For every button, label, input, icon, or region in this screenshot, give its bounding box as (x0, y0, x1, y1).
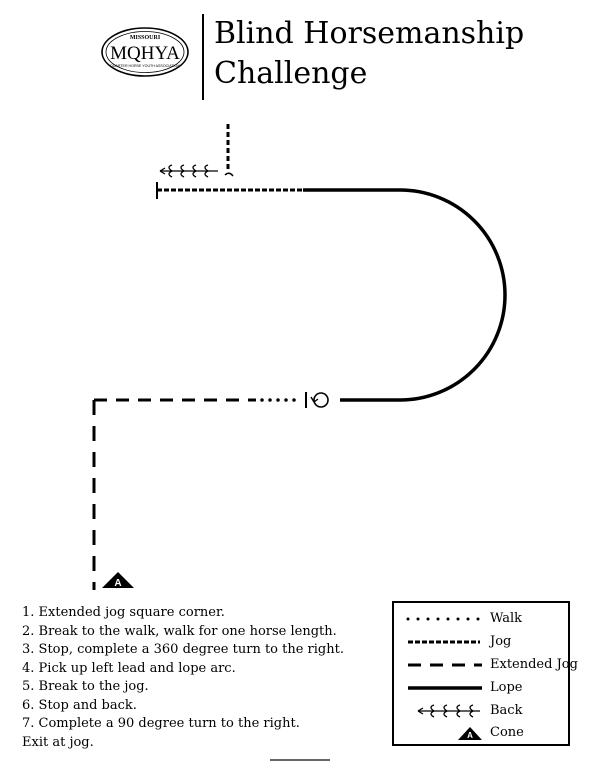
legend-item-jog: Jog (394, 632, 568, 652)
walk-line-icon (406, 617, 482, 621)
legend-item-back: Back (394, 701, 568, 721)
instruction-step: Exit at jog. (22, 734, 94, 750)
legend-label: Extended Jog (490, 657, 578, 672)
instructions-list: 1. Extended jog square corner. 2. Break … (22, 604, 344, 752)
instruction-step: 3. Stop, complete a 360 degree turn to t… (22, 642, 344, 657)
extended-jog-line-icon (408, 663, 482, 667)
turn-360-circle (313, 392, 329, 408)
logo-main-text: MQHYA (110, 43, 180, 64)
instruction-step: 1. Extended jog square corner. (22, 605, 225, 620)
legend-label: Cone (490, 725, 524, 740)
lope-line-icon (408, 686, 482, 690)
header-divider (202, 14, 204, 100)
instruction-step: 7. Complete a 90 degree turn to the righ… (22, 716, 300, 731)
title-line-2: Challenge (214, 56, 368, 91)
legend-label: Walk (490, 611, 523, 626)
legend-item-walk: Walk (394, 609, 568, 629)
logo-bottom-text: QUARTER HORSE YOUTH ASSOCIATION (110, 64, 180, 68)
instruction-step: 6. Stop and back. (22, 697, 137, 713)
legend-item-cone: A Cone (394, 723, 568, 743)
jog-line-icon (408, 640, 480, 644)
legend-label: Jog (490, 634, 512, 649)
legend: Walk Jog Extended Jog Lope Back (392, 601, 578, 746)
turn-90-mark (224, 172, 234, 177)
legend-item-extended-jog: Extended Jog (394, 655, 578, 675)
legend-item-lope: Lope (394, 678, 568, 698)
mqhya-logo: MISSOURI MQHYA QUARTER HORSE YOUTH ASSOC… (100, 26, 190, 78)
lope-arc (303, 188, 507, 402)
page-title: Blind Horsemanship Challenge (214, 14, 524, 94)
back-marks (159, 164, 218, 178)
logo-top-text: MISSOURI (130, 35, 161, 41)
cone-a: A (102, 572, 134, 589)
instruction-step: 4. Pick up left lead and lope arc. (22, 660, 236, 676)
legend-label: Lope (490, 680, 523, 695)
turn-360-arrow (310, 396, 319, 403)
logo-oval: MISSOURI MQHYA QUARTER HORSE YOUTH ASSOC… (101, 27, 189, 77)
instruction-step: 5. Break to the jog. (22, 679, 149, 694)
cone-icon: A (458, 727, 482, 740)
back-arrow-icon (417, 704, 480, 718)
legend-cone-letter: A (467, 731, 473, 740)
title-line-1: Blind Horsemanship (214, 16, 525, 51)
instruction-step: 2. Break to the walk, walk for one horse… (22, 623, 337, 639)
cone-a-label: A (114, 578, 121, 589)
legend-label: Back (490, 703, 523, 718)
footer-mark (270, 759, 330, 761)
